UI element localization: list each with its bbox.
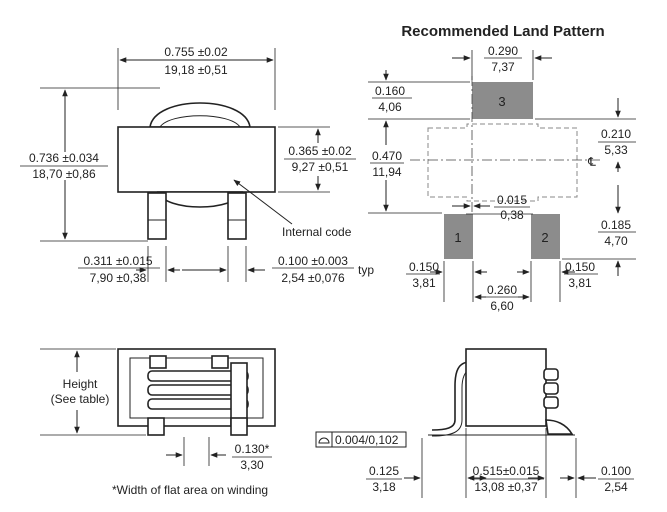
width-mm-label: 19,18 ±0,51 xyxy=(164,63,228,77)
span-in: 0.470 xyxy=(372,149,402,163)
term-width-in-label: 0.311 ±0.015 xyxy=(83,254,152,268)
end-winding-1 xyxy=(543,368,559,381)
pad3-width-mm: 7,37 xyxy=(491,60,515,74)
end-lead-left xyxy=(431,361,471,431)
end-view: 0.004/0,102 0.125 3,18 0.515±0.015 13,08… xyxy=(315,348,634,498)
side-terminal xyxy=(230,362,248,427)
top-center-in: 0.210 xyxy=(601,127,631,141)
pad3-height-in: 0.160 xyxy=(375,84,405,98)
terminal-left xyxy=(147,192,167,240)
pad-2-label: 2 xyxy=(541,230,548,245)
winding-layer-3 xyxy=(147,398,249,410)
top-center-mm: 5,33 xyxy=(604,143,628,157)
end-winding-2 xyxy=(543,382,559,395)
pad-span-in: 0.260 xyxy=(487,283,517,297)
land-pattern: Recommended Land Pattern 3 1 2 ℄ 0.290 7… xyxy=(368,23,636,313)
pad2-width-mm: 3,81 xyxy=(568,276,592,290)
end-lead-right xyxy=(545,419,574,435)
gap-in: 0.015 xyxy=(497,193,527,207)
end-right-mm: 2,54 xyxy=(604,480,628,494)
gap-mm: 0,38 xyxy=(500,208,524,222)
pad3-width-in: 0.290 xyxy=(488,44,518,58)
side-view: Height (See table) 0.130* 3,30 *Width of… xyxy=(40,348,276,497)
footnote: *Width of flat area on winding xyxy=(112,483,268,497)
end-body-in: 0.515±0.015 xyxy=(473,464,540,478)
pad1-width-in: 0.150 xyxy=(409,260,439,274)
pad-1 xyxy=(444,214,473,259)
end-winding-3 xyxy=(543,396,559,409)
term-width-mm-label: 7,90 ±0,38 xyxy=(90,271,147,285)
terminal-right xyxy=(227,192,247,240)
pad-1-label: 1 xyxy=(454,230,461,245)
height-mm-label: 18,70 ±0,86 xyxy=(32,167,96,181)
bottom-height-in: 0.185 xyxy=(601,218,631,232)
end-body-mm: 13,08 ±0,37 xyxy=(474,480,538,494)
body-height-mm-label: 9,27 ±0,51 xyxy=(292,160,349,174)
winding-top-right xyxy=(211,355,229,369)
end-left-in: 0.125 xyxy=(369,464,399,478)
bottom-height-mm: 4,70 xyxy=(604,234,628,248)
typ-label: typ xyxy=(358,263,374,277)
end-left-mm: 3,18 xyxy=(372,480,396,494)
span-mm: 11,94 xyxy=(372,165,401,179)
flat-width-mm: 3,30 xyxy=(240,458,264,472)
winding-layer-2 xyxy=(147,384,249,396)
top-view: 0.755 ±0.02 19,18 ±0,51 0.736 ±0.034 18,… xyxy=(20,45,374,285)
width-in-label: 0.755 ±0.02 xyxy=(164,45,228,59)
flat-width-in: 0.130* xyxy=(235,442,270,456)
pad2-width-in: 0.150 xyxy=(565,260,595,274)
core-body xyxy=(117,126,276,193)
land-pattern-title: Recommended Land Pattern xyxy=(401,23,604,40)
part-outline xyxy=(427,123,578,202)
winding-layer-1 xyxy=(147,370,249,382)
see-table-label: (See table) xyxy=(51,392,110,406)
pad3-height-mm: 4,06 xyxy=(378,100,402,114)
pad-3-label: 3 xyxy=(498,94,505,109)
foot-right xyxy=(230,417,248,436)
foot-left xyxy=(147,417,165,436)
winding-dome-top xyxy=(149,102,251,128)
pad-3 xyxy=(472,82,533,119)
pitch-mm-label: 2,54 ±0,076 xyxy=(281,271,345,285)
centerline-symbol: ℄ xyxy=(587,155,596,169)
coplanarity-frame xyxy=(315,431,407,448)
pitch-in-label: 0.100 ±0.003 xyxy=(278,254,348,268)
internal-code-label: Internal code xyxy=(282,225,352,239)
pad1-width-mm: 3,81 xyxy=(412,276,436,290)
pad-2 xyxy=(531,214,560,259)
body-height-in-label: 0.365 ±0.02 xyxy=(288,144,352,158)
height-in-label: 0.736 ±0.034 xyxy=(29,151,99,165)
end-right-in: 0.100 xyxy=(601,464,631,478)
winding-inner-top xyxy=(159,115,241,128)
winding-top-left xyxy=(149,355,167,369)
coplanarity-value: 0.004/0,102 xyxy=(335,433,399,447)
side-core-inner xyxy=(129,357,264,419)
height-label: Height xyxy=(63,377,98,391)
end-body xyxy=(465,348,547,427)
profile-surface-icon xyxy=(318,437,330,444)
pad-span-mm: 6,60 xyxy=(490,299,514,313)
